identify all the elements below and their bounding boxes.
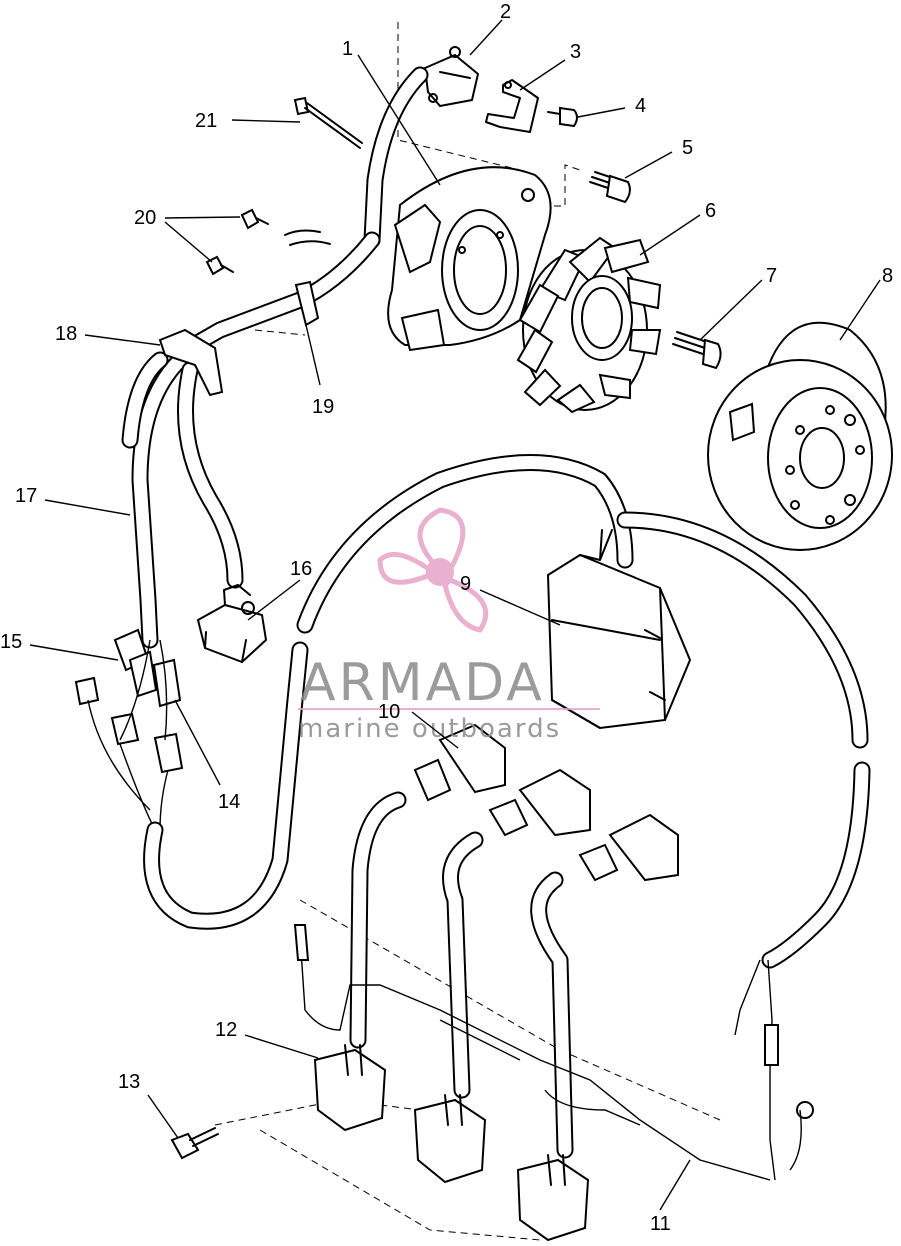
stator-bolt (672, 331, 722, 370)
callout-6: 6 (705, 200, 716, 222)
propeller-logo-icon (377, 507, 489, 633)
pulser-coil (423, 46, 480, 108)
harness-connectors (74, 628, 184, 831)
callout-leaders (29, 19, 881, 1211)
flywheel (707, 321, 893, 551)
callout-5: 5 (682, 137, 693, 159)
coil-wire-harness (293, 924, 814, 1181)
callout-2: 2 (500, 1, 511, 23)
voltage-regulator (196, 584, 268, 664)
callout-11: 11 (650, 1213, 671, 1235)
callout-21: 21 (195, 110, 217, 132)
watermark-brand: ARMADA (300, 653, 545, 713)
clamp-screws (205, 208, 331, 276)
retainer-bracket (485, 79, 539, 133)
bracket-screw (547, 106, 578, 128)
callout-20: 20 (134, 207, 156, 229)
callout-14: 14 (218, 791, 240, 813)
coil-mount-bolt (170, 1127, 219, 1160)
callout-13: 13 (118, 1071, 140, 1093)
callout-4: 4 (635, 95, 646, 117)
harness-grommet (158, 328, 224, 397)
callout-3: 3 (570, 41, 581, 63)
callout-12: 12 (215, 1019, 237, 1041)
high-tension-leads (349, 791, 574, 1159)
callout-9: 9 (460, 573, 471, 595)
callout-18: 18 (55, 323, 77, 345)
ignition-coils (313, 1044, 590, 1242)
callout-7: 7 (766, 265, 777, 287)
long-screw (293, 96, 363, 149)
callout-17: 17 (15, 485, 37, 507)
callout-16: 16 (290, 558, 312, 580)
callout-15: 15 (0, 631, 22, 653)
harness-clamp (294, 280, 320, 327)
stator-windings (516, 236, 662, 414)
callout-19: 19 (312, 396, 334, 418)
callout-1: 1 (342, 38, 353, 60)
stator-base-plate (387, 166, 552, 352)
cdi-module (546, 529, 692, 730)
armada-watermark: ARMADA marine outboards (298, 507, 600, 744)
spark-plug-caps (413, 723, 679, 882)
callout-8: 8 (882, 265, 893, 287)
watermark-tagline: marine outboards (298, 714, 561, 744)
base-plate-bolt (589, 171, 631, 204)
callout-10: 10 (378, 701, 400, 723)
